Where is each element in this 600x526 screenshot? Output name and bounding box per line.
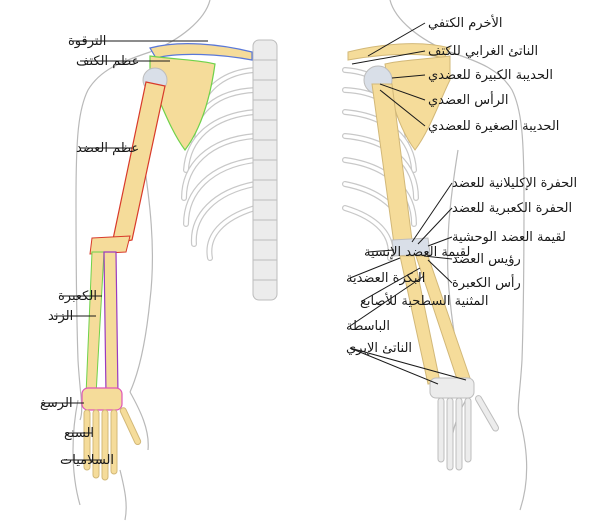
label-radial-head: رأس الكعبرة	[452, 274, 521, 291]
label-metacarpals: السنع	[64, 426, 94, 441]
left-forearm	[85, 251, 119, 396]
label-greater-tubercle: الحديبة الكبيرة للعضدي	[428, 68, 553, 83]
spine	[252, 39, 278, 301]
label-clavicle: الترقوة	[68, 34, 106, 49]
label-lateral-epicondyle: لقيمة العضد الوحشية	[452, 230, 566, 245]
label-olecranon-fossa: الحفرة الإكليلانية للعضد	[452, 176, 577, 191]
label-scapula: عظم الكتف	[76, 54, 139, 69]
label-coracoid: الناتئ الغرابي للكتف	[428, 44, 538, 59]
label-medial-epicondyle: لقيمة العضد الإنسية	[364, 245, 470, 260]
label-ulna: الزند	[48, 309, 73, 324]
label-acromion: الأخرم الكتفي	[428, 14, 503, 31]
label-humerus: عظم العضد	[76, 141, 139, 156]
clavicles	[149, 43, 451, 61]
label-styloid: الناتئ الإبري	[346, 341, 412, 356]
label-phalanges: السلاميات	[60, 453, 114, 468]
leader-lines	[44, 22, 467, 461]
label-humeral-head: الرأس العضدي	[428, 91, 508, 108]
left-humerus	[89, 67, 168, 255]
label-radial-fossa: الحفرة الكعبرية للعضد	[452, 201, 572, 216]
label-radius: الكعبرة	[58, 289, 97, 304]
right-hand	[429, 377, 499, 471]
label-trochlea: البكرة العضدية	[346, 271, 425, 286]
right-humerus	[363, 65, 431, 257]
label-extensor: الباسطة	[346, 319, 390, 334]
label-lesser-tubercle: الحديبة الصغيرة للعضدي	[428, 119, 559, 134]
label-carpals: الرسغ	[40, 396, 73, 411]
label-flexor-digitorum: المثنية السطحية للأصابع	[360, 292, 488, 309]
label-capitulum: رؤيس العضد	[452, 252, 521, 267]
left-hand	[81, 387, 142, 481]
